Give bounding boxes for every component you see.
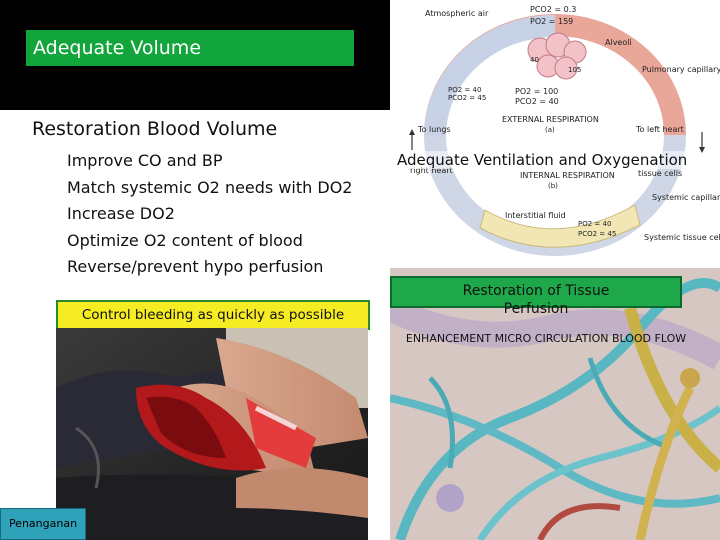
tissue-pco2-label: PCO2 = 45 — [578, 230, 616, 238]
bullet-item: Optimize O2 content of blood — [67, 230, 303, 250]
respiration-diagram: Atmospheric air PCO2 = 0.3 PO2 = 159 Alv… — [390, 0, 720, 262]
bullet-item: Increase DO2 — [67, 204, 175, 223]
internal-respiration-label: INTERNAL RESPIRATION — [520, 171, 615, 180]
pco2-40-label: PCO2 = 40 — [515, 97, 559, 106]
systemic-capillary-label: Systemic capillary — [652, 193, 720, 202]
tissue-po2-label: PO2 = 40 — [578, 220, 611, 228]
po2-40-label: PO2 = 40 — [448, 86, 481, 94]
right-heart-label: right heart — [410, 166, 453, 175]
control-bleeding-callout: Control bleeding as quickly as possible — [56, 300, 370, 330]
tissue-perfusion-overflow: Perfusion — [503, 301, 569, 317]
tissue-cells-label: tissue cells — [638, 169, 682, 178]
bullet-item: Match systemic O2 needs with DO2 — [67, 177, 353, 197]
enhancement-caption: ENHANCEMENT MICRO CIRCULATION BLOOD FLOW — [405, 332, 687, 345]
slide-title: Adequate Volume — [26, 30, 354, 66]
alveolar-pco2: 40 — [530, 56, 539, 64]
systemic-tissue-cells-label: Systemic tissue cells — [644, 233, 720, 242]
external-tag: (a) — [545, 126, 555, 134]
to-lungs-label: To lungs — [417, 125, 451, 134]
bullet-item: Reverse/prevent hypo perfusion — [67, 257, 324, 276]
alveolar-po2: 105 — [568, 66, 581, 74]
alveoli-cluster — [527, 32, 587, 80]
bullet-list: Improve CO and BP Match systemic O2 need… — [67, 148, 352, 281]
po2-air-label: PO2 = 159 — [530, 17, 573, 26]
pulmonary-capillary-label: Pulmonary capillary — [642, 65, 720, 74]
section-heading: Restoration Blood Volume — [32, 118, 278, 140]
interstitial-fluid-label: Interstitial fluid — [505, 211, 566, 220]
bullet-item: Improve CO and BP — [67, 151, 223, 170]
ventilation-caption: Adequate Ventilation and Oxygenation — [397, 151, 688, 169]
wound-photo — [56, 328, 368, 540]
alveoli-label: Alveoli — [605, 38, 632, 47]
pco2-air-label: PCO2 = 0.3 — [530, 5, 576, 14]
pco2-45-label: PCO2 = 45 — [448, 94, 486, 102]
tissue-perfusion-box: Restoration of Tissue — [390, 276, 682, 308]
footer-label: Penanganan — [0, 508, 86, 540]
microcirculation-image — [390, 268, 720, 540]
internal-tag: (b) — [548, 182, 558, 190]
atmospheric-air-label: Atmospheric air — [425, 9, 489, 18]
po2-100-label: PO2 = 100 — [515, 87, 558, 96]
external-respiration-label: EXTERNAL RESPIRATION — [502, 115, 599, 124]
to-left-heart-label: To left heart — [635, 125, 684, 134]
